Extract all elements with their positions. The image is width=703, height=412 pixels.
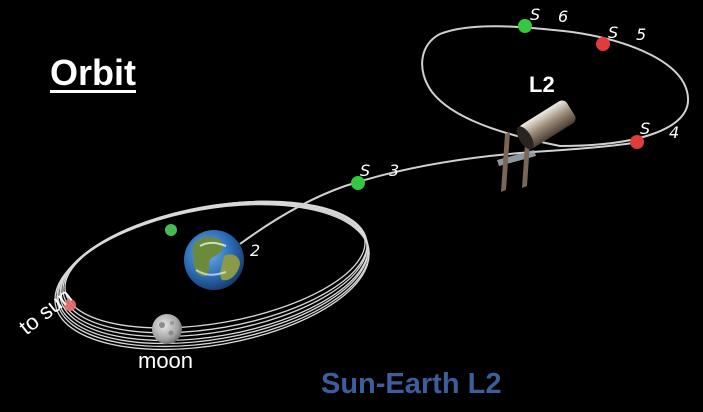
red-marker	[64, 299, 76, 311]
earth-icon	[184, 230, 244, 290]
svg-text:S: S	[640, 119, 650, 138]
moon-icon	[152, 314, 182, 344]
l2-label: L2	[529, 72, 555, 97]
svg-text:S: S	[360, 161, 370, 180]
svg-text:2: 2	[250, 241, 260, 260]
diagram-subtitle: Sun-Earth L2	[321, 368, 502, 400]
svg-text:3: 3	[389, 161, 399, 180]
svg-text:4: 4	[669, 123, 679, 142]
red-marker	[630, 135, 644, 149]
green-marker	[165, 224, 177, 236]
sequence-marks: S 6 S 5 S 4 S 3 2	[250, 5, 679, 260]
svg-text:6: 6	[558, 7, 568, 26]
red-marker	[596, 37, 610, 51]
svg-text:5: 5	[636, 25, 646, 44]
diagram-title: Orbit	[50, 52, 136, 93]
trajectory-markers	[64, 19, 644, 311]
green-marker	[518, 19, 532, 33]
lunar-orbit-rings	[54, 200, 370, 351]
svg-text:S: S	[608, 23, 618, 42]
svg-text:S: S	[530, 5, 540, 24]
telescope-icon	[497, 100, 576, 192]
transfer-trajectory	[239, 141, 641, 245]
green-marker	[351, 176, 365, 190]
moon-label: moon	[138, 348, 194, 373]
